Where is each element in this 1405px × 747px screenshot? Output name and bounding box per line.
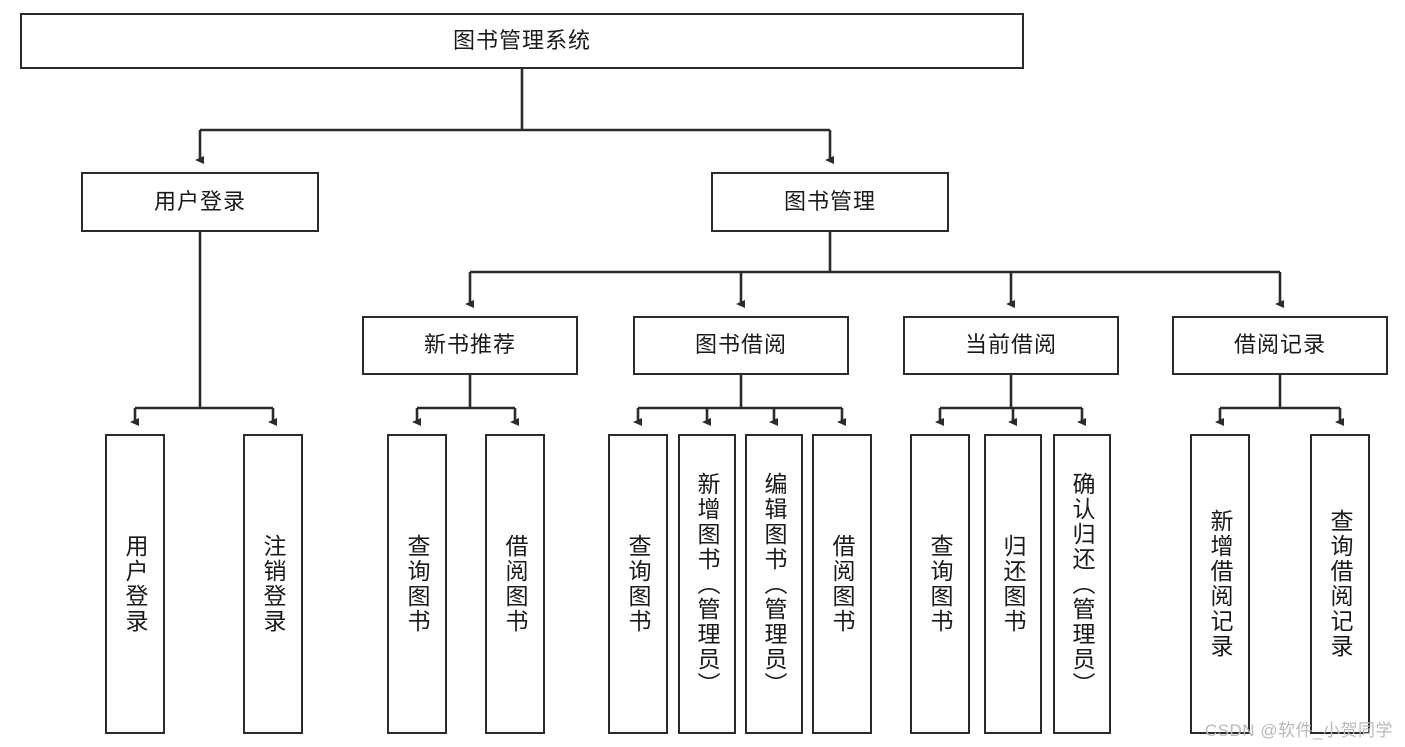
leaf-confirm-return-admin[interactable]: 确认归还（管理员） [1053,434,1111,734]
node-label: 图书管理 [783,188,876,214]
node-book-manage[interactable]: 图书管理 [711,172,949,232]
node-label: 借阅图书 [502,534,529,634]
node-current-borrow[interactable]: 当前借阅 [903,316,1119,375]
node-label: 图书借阅 [694,332,787,358]
leaf-query-book-borrow[interactable]: 查询图书 [608,434,668,734]
node-label: 新增图书（管理员） [694,471,721,697]
node-label: 注销登录 [260,534,287,634]
node-user-login[interactable]: 用户登录 [81,172,319,232]
node-label: 新书推荐 [423,332,516,358]
node-label: 新增借阅记录 [1207,509,1234,659]
edge-group-current-borrow [935,375,1086,426]
leaf-edit-book-admin[interactable]: 编辑图书（管理员） [745,434,803,734]
node-label: 查询图书 [625,534,652,634]
node-label: 借阅记录 [1233,332,1326,358]
node-label: 查询图书 [404,534,431,634]
edge-group-user-login [130,232,277,426]
node-label: 归还图书 [1000,534,1027,634]
leaf-user-login[interactable]: 用户登录 [105,434,165,734]
leaf-borrow-book[interactable]: 借阅图书 [812,434,872,734]
csdn-watermark: CSDN @软件_小贺同学 [1204,721,1393,740]
edge-group-root [195,69,834,164]
node-label: 图书管理系统 [452,27,591,53]
node-label: 查询图书 [927,534,954,634]
leaf-borrow-book-recommend[interactable]: 借阅图书 [485,434,545,734]
node-label: 用户登录 [122,534,149,634]
leaf-return-book[interactable]: 归还图书 [984,434,1042,734]
edge-group-book-borrow [633,375,846,426]
edge-group-borrow-record [1215,375,1344,426]
node-label: 当前借阅 [964,332,1057,358]
leaf-query-book-recommend[interactable]: 查询图书 [387,434,447,734]
node-borrow-record[interactable]: 借阅记录 [1172,316,1388,375]
node-label: 编辑图书（管理员） [761,471,788,697]
node-new-book-recommend[interactable]: 新书推荐 [362,316,578,375]
node-root-system[interactable]: 图书管理系统 [20,13,1024,69]
leaf-add-borrow-record[interactable]: 新增借阅记录 [1190,434,1250,734]
leaf-query-book-current[interactable]: 查询图书 [910,434,970,734]
leaf-add-book-admin[interactable]: 新增图书（管理员） [678,434,736,734]
node-label: 查询借阅记录 [1327,509,1354,659]
node-label: 用户登录 [153,188,246,214]
edge-group-new-book-rec [412,375,519,426]
node-label: 确认归还（管理员） [1069,471,1096,697]
leaf-logout[interactable]: 注销登录 [243,434,303,734]
leaf-query-borrow-record[interactable]: 查询借阅记录 [1310,434,1370,734]
edge-group-book-manage [465,232,1284,308]
node-book-borrow[interactable]: 图书借阅 [633,316,849,375]
node-label: 借阅图书 [829,534,856,634]
